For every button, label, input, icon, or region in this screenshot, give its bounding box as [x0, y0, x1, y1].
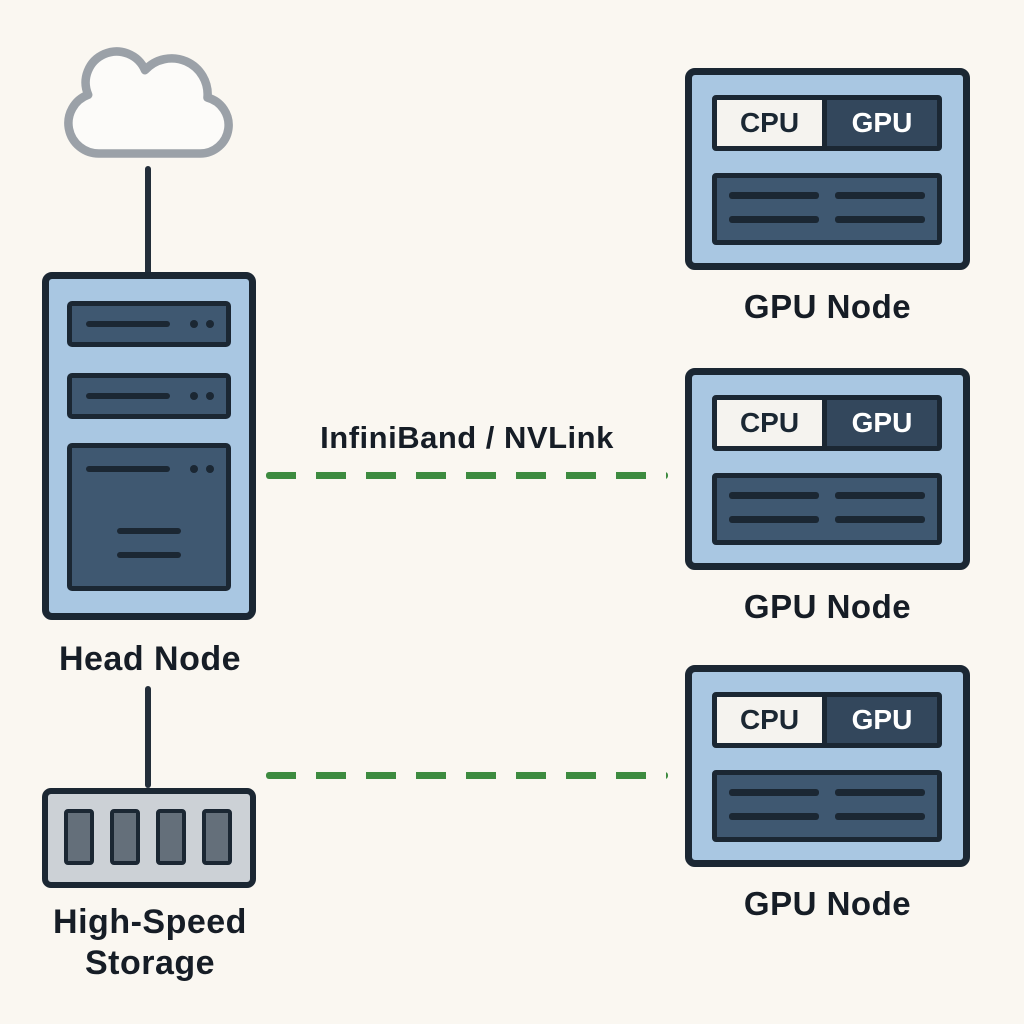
- drive-slot: [67, 301, 231, 347]
- gpu-node-1: CPU GPU: [685, 68, 970, 270]
- panel-bar: [729, 216, 820, 223]
- panel-center-line: [117, 528, 181, 534]
- gpu-node-2: CPU GPU: [685, 368, 970, 570]
- panel-bar: [834, 192, 925, 199]
- gpu-node-3-label: GPU Node: [743, 885, 912, 922]
- slot-dot: [190, 392, 198, 400]
- panel-bar: [729, 789, 820, 796]
- head-node-panel: [67, 443, 231, 591]
- head-to-storage-connector: [145, 686, 151, 788]
- panel-bar-row: [729, 789, 925, 796]
- cpu-chip: CPU: [717, 400, 827, 446]
- storage-icon: [42, 788, 256, 888]
- slot-dot: [190, 320, 198, 328]
- slot-line: [86, 321, 170, 327]
- storage-label-line2: Storage: [84, 944, 216, 983]
- gpu-node-panel: [712, 173, 942, 245]
- storage-slot: [64, 809, 94, 865]
- storage-slot: [110, 809, 140, 865]
- gpu-node-panel: [712, 770, 942, 842]
- cpu-chip: CPU: [717, 100, 827, 146]
- panel-bar-row: [729, 813, 925, 820]
- interconnect-link-bottom: [266, 772, 668, 779]
- gpu-chip: GPU: [827, 400, 937, 446]
- panel-bar-row: [729, 192, 925, 199]
- gpu-node-3: CPU GPU: [685, 665, 970, 867]
- storage-slot: [156, 809, 186, 865]
- slot-dot: [206, 465, 214, 473]
- cloud-icon: [64, 47, 233, 158]
- interconnect-label: InfiniBand / NVLink: [320, 420, 614, 455]
- panel-bar: [729, 516, 820, 523]
- panel-bar-row: [729, 216, 925, 223]
- chip-row: CPU GPU: [712, 95, 942, 151]
- gpu-chip: GPU: [827, 697, 937, 743]
- head-node-icon: [42, 272, 256, 620]
- panel-bar: [834, 216, 925, 223]
- storage-label: High-Speed Storage: [0, 902, 300, 985]
- drive-slot: [67, 373, 231, 419]
- chip-row: CPU GPU: [712, 395, 942, 451]
- gpu-node-2-label: GPU Node: [743, 588, 912, 625]
- panel-bar: [834, 516, 925, 523]
- slot-line: [86, 393, 170, 399]
- panel-bar: [729, 192, 820, 199]
- gpu-chip: GPU: [827, 100, 937, 146]
- storage-slot: [202, 809, 232, 865]
- panel-center-line: [117, 552, 181, 558]
- gpu-node-panel: [712, 473, 942, 545]
- slot-dot: [206, 392, 214, 400]
- panel-bar: [834, 492, 925, 499]
- panel-bar: [834, 813, 925, 820]
- slot-dot: [206, 320, 214, 328]
- chip-row: CPU GPU: [712, 692, 942, 748]
- panel-bar-row: [729, 516, 925, 523]
- cpu-chip: CPU: [717, 697, 827, 743]
- slot-dot: [190, 465, 198, 473]
- panel-bar: [729, 492, 820, 499]
- interconnect-link-top: [266, 472, 668, 479]
- head-node-label: Head Node: [58, 640, 242, 678]
- slot-line: [86, 466, 170, 472]
- panel-bar: [729, 813, 820, 820]
- cloud-to-head-connector: [145, 166, 151, 276]
- panel-bar-row: [729, 492, 925, 499]
- storage-label-line1: High-Speed: [53, 903, 247, 941]
- gpu-node-1-label: GPU Node: [743, 288, 912, 325]
- panel-bar: [834, 789, 925, 796]
